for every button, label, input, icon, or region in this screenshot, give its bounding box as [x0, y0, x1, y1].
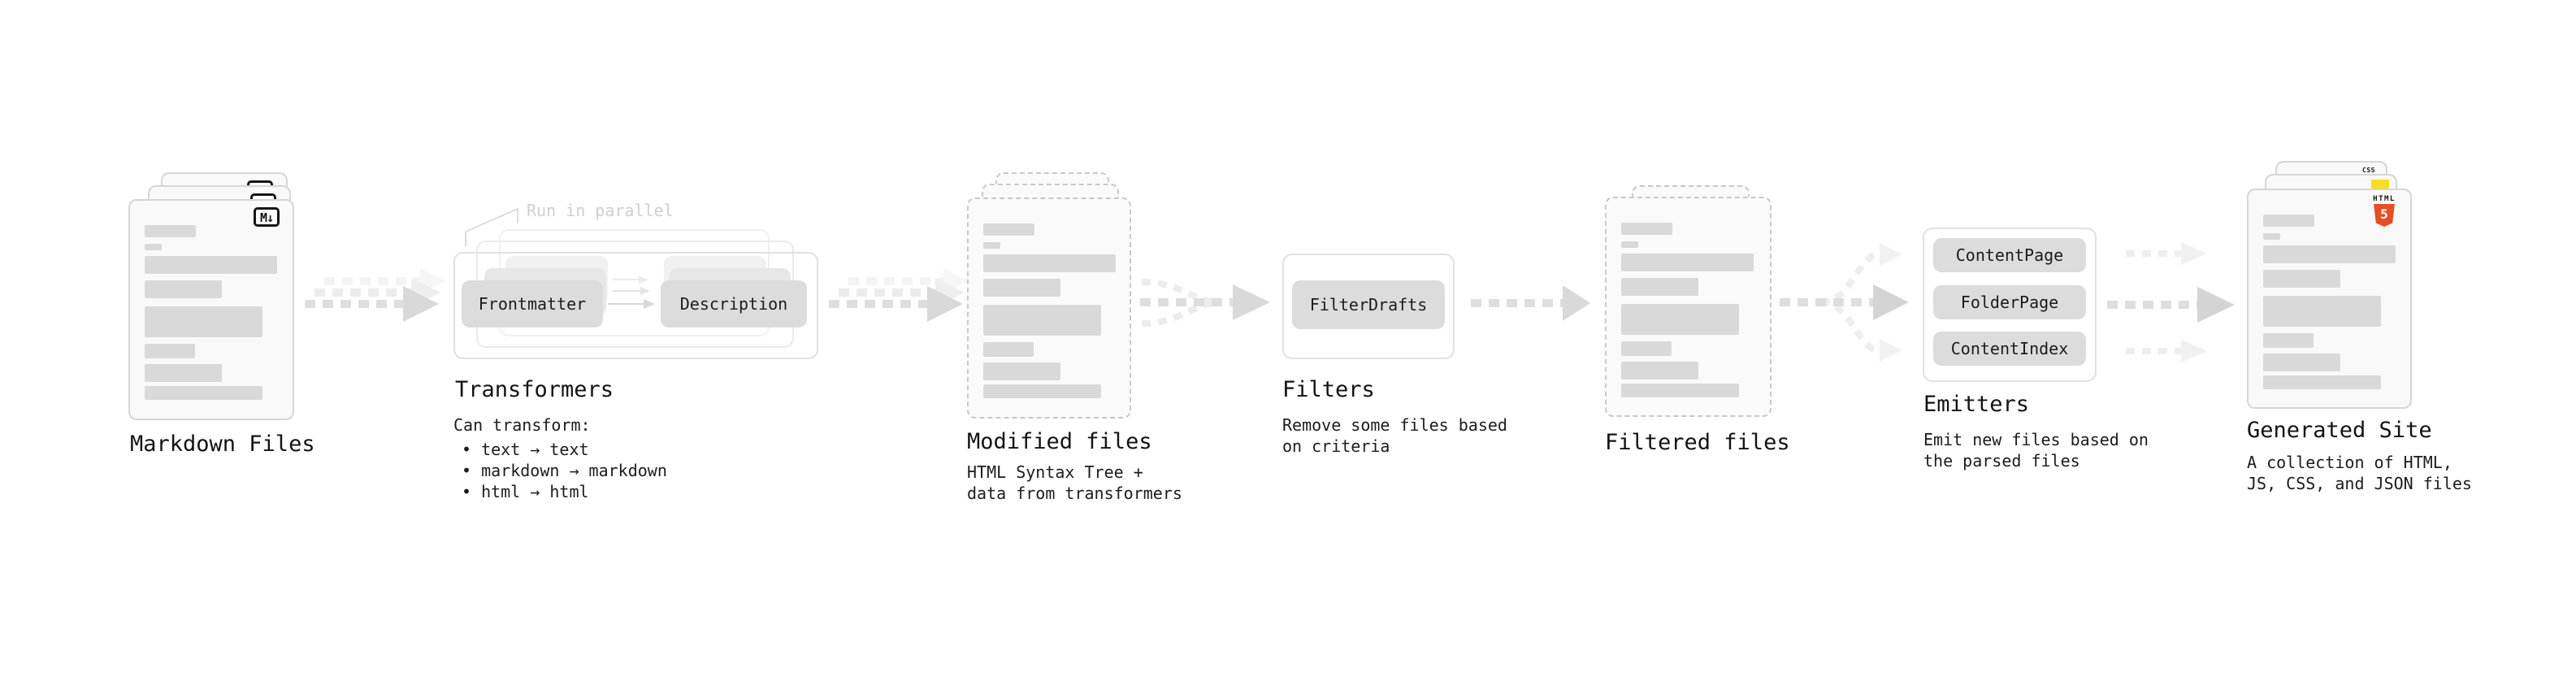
markdown-icon: M↓ — [253, 207, 280, 227]
leader-line — [465, 207, 518, 246]
transformer-box-description: Description — [661, 280, 807, 327]
text-line-placeholder — [145, 364, 222, 382]
generated-file-html: HTML 5 — [2247, 189, 2412, 409]
transformers-bullet: markdown → markdown — [462, 460, 667, 481]
text-line-placeholder — [2263, 375, 2381, 389]
transformer-box-frontmatter: Frontmatter — [462, 280, 603, 327]
text-line-placeholder — [1621, 223, 1672, 235]
text-line-placeholder — [2263, 245, 2396, 263]
modified-desc: HTML Syntax Tree + — [967, 462, 1143, 482]
emitters-title: Emitters — [1923, 392, 2030, 417]
text-line-placeholder — [145, 256, 277, 274]
text-line-placeholder — [2263, 233, 2280, 240]
text-line-placeholder — [983, 342, 1034, 357]
transformers-bullet: html → html — [462, 481, 588, 502]
text-line-placeholder — [1621, 278, 1698, 296]
text-line-placeholder — [983, 279, 1060, 297]
html5-icon: HTML 5 — [2368, 195, 2400, 227]
transformers-bullet: text → text — [462, 439, 588, 460]
text-line-placeholder — [1621, 362, 1698, 380]
flow-arrow-icon — [829, 268, 969, 322]
modified-title: Modified files — [967, 429, 1152, 454]
emitter-box-contentindex: ContentIndex — [1933, 332, 2086, 366]
text-line-placeholder — [983, 362, 1060, 380]
text-line-placeholder — [983, 384, 1101, 398]
run-in-parallel-note: Run in parallel — [527, 201, 674, 220]
triple-arrow-icon — [2107, 242, 2235, 362]
text-line-placeholder — [983, 242, 1000, 249]
text-line-placeholder — [1621, 384, 1739, 397]
text-line-placeholder — [145, 225, 196, 237]
emitters-desc: the parsed files — [1923, 451, 2080, 471]
filter-box-filterdrafts: FilterDrafts — [1292, 280, 1445, 329]
text-line-placeholder — [2263, 354, 2340, 371]
generated-title: Generated Site — [2247, 418, 2432, 443]
flow-arrow-icon — [1471, 285, 1590, 321]
generated-desc: A collection of HTML, — [2247, 453, 2452, 472]
text-line-placeholder — [983, 305, 1101, 336]
text-line-placeholder — [983, 254, 1116, 272]
modified-desc: data from transformers — [967, 484, 1182, 503]
parallel-arrows-icon — [608, 275, 655, 309]
transformers-title: Transformers — [455, 377, 614, 402]
markdown-file-front: M↓ — [128, 199, 294, 420]
filters-desc: Remove some files based — [1282, 415, 1507, 435]
generated-desc: JS, CSS, and JSON files — [2247, 474, 2472, 493]
filtered-title: Filtered files — [1605, 430, 1790, 455]
text-line-placeholder — [1621, 341, 1672, 356]
text-line-placeholder — [145, 344, 195, 358]
filters-desc: on criteria — [1282, 436, 1390, 456]
transformer-frame-front — [453, 252, 818, 359]
converge-arrow-icon — [1140, 279, 1270, 327]
filtered-file-front — [1605, 197, 1772, 417]
text-line-placeholder — [1621, 241, 1638, 248]
text-line-placeholder — [145, 386, 262, 400]
text-line-placeholder — [145, 306, 262, 337]
text-line-placeholder — [1621, 254, 1754, 271]
flow-arrow-icon — [305, 268, 445, 322]
modified-file-front — [967, 197, 1131, 419]
text-line-placeholder — [1621, 304, 1739, 335]
emitter-box-contentpage: ContentPage — [1933, 238, 2086, 272]
filters-title: Filters — [1282, 377, 1375, 402]
text-line-placeholder — [145, 244, 162, 250]
emitters-desc: Emit new files based on — [1923, 430, 2149, 449]
markdown-title: Markdown Files — [130, 432, 315, 457]
text-line-placeholder — [2263, 270, 2340, 288]
text-line-placeholder — [2263, 215, 2314, 227]
split-arrow-icon — [1780, 243, 1909, 362]
emitter-box-folderpage: FolderPage — [1933, 285, 2086, 319]
transformers-note-heading: Can transform: — [453, 415, 591, 435]
text-line-placeholder — [2263, 333, 2314, 348]
text-line-placeholder — [145, 280, 222, 298]
text-line-placeholder — [983, 223, 1034, 236]
text-line-placeholder — [2263, 296, 2381, 327]
